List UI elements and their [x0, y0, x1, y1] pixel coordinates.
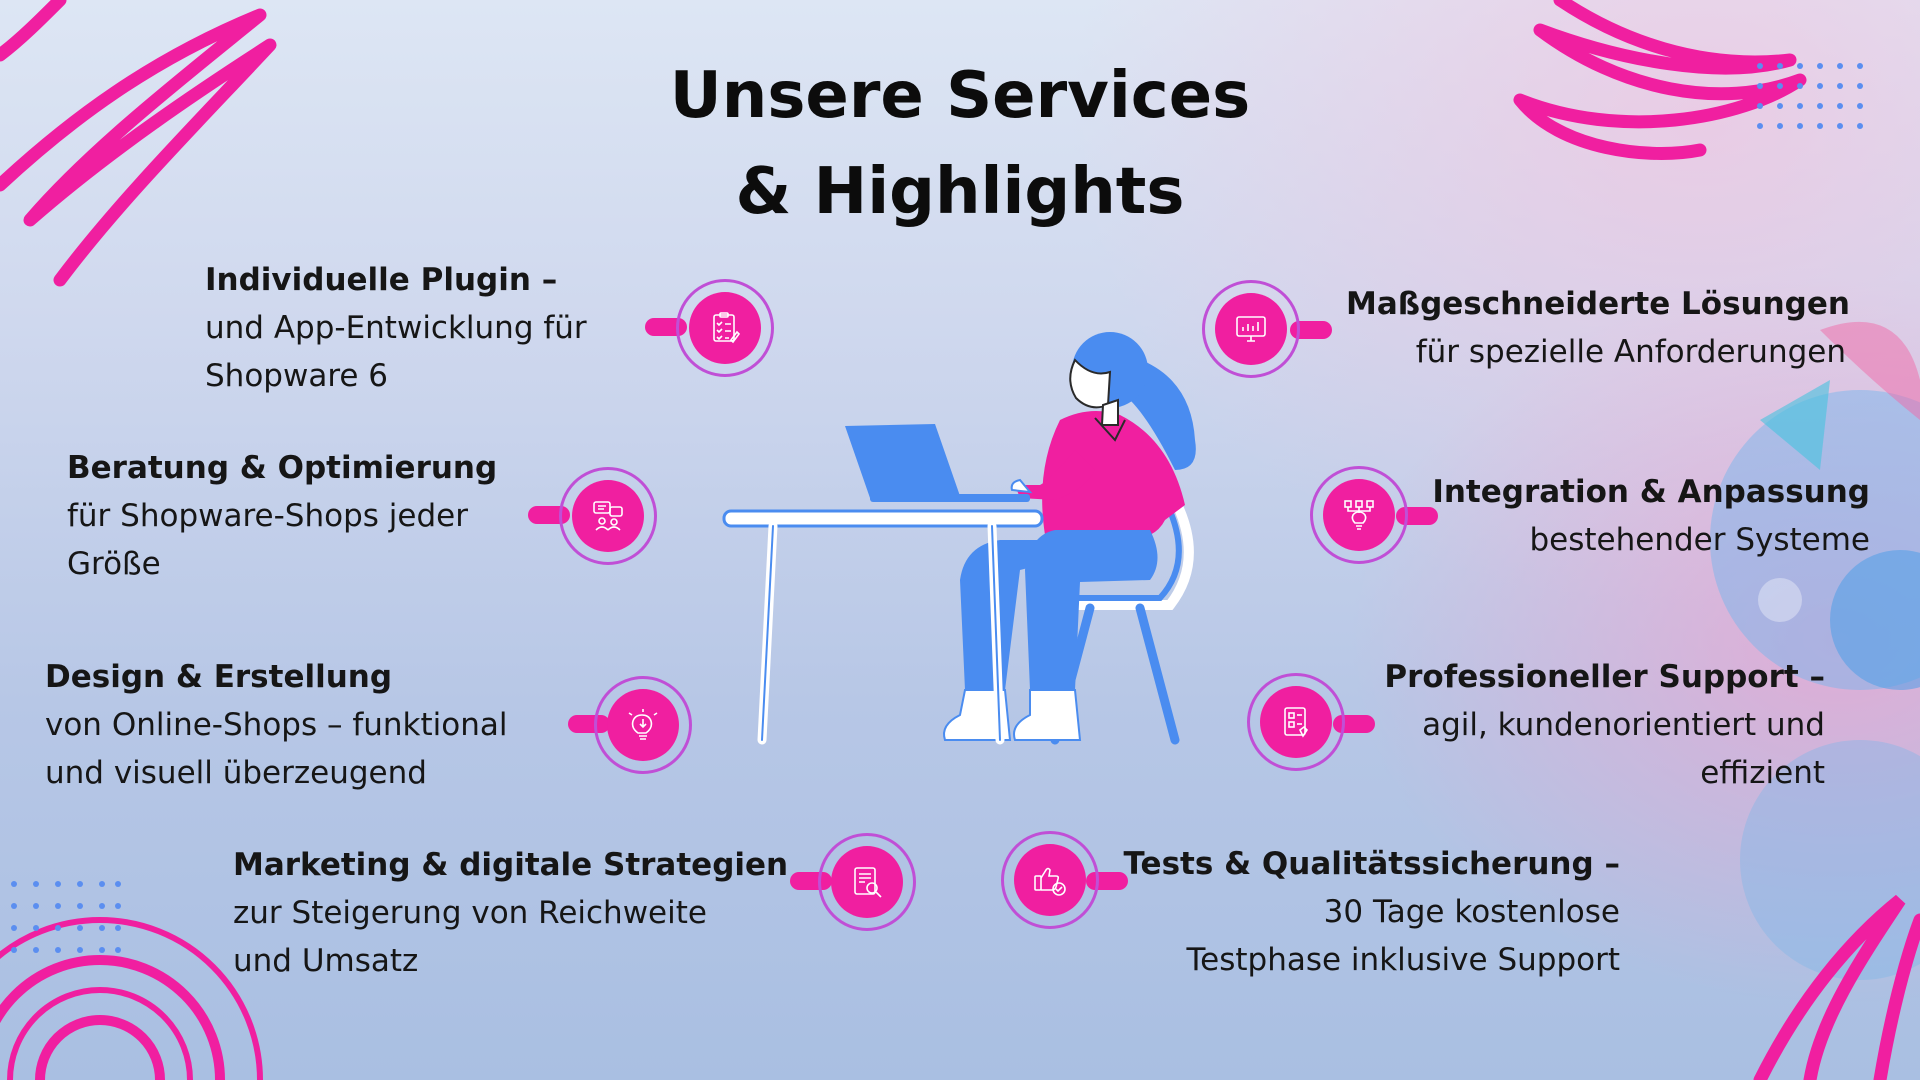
- service-heading: Tests & Qualitätssicherung –: [1123, 846, 1620, 882]
- icon-connector: [1290, 321, 1332, 339]
- service-icon-badge: [1202, 280, 1300, 378]
- service-text: und App-Entwicklung für: [205, 310, 587, 346]
- scribble-decoration: [1753, 894, 1920, 1080]
- service-icon-badge: [818, 833, 916, 931]
- service-text: Testphase inklusive Support: [1186, 942, 1620, 978]
- blue-orb-decoration: [1830, 550, 1920, 690]
- service-text: Größe: [67, 546, 161, 582]
- service-text: für Shopware-Shops jeder: [67, 498, 468, 534]
- service-icon-badge: [594, 676, 692, 774]
- service-icon-badge: [1310, 466, 1408, 564]
- network-bulb-icon: [1344, 500, 1374, 530]
- shape-decoration: [1820, 321, 1920, 420]
- service-text: 30 Tage kostenlose: [1323, 894, 1620, 930]
- service-text: und Umsatz: [233, 943, 419, 979]
- lightbulb-design-icon: [628, 709, 658, 740]
- scribble-decoration: [0, 8, 277, 287]
- page-title-line2: & Highlights: [735, 155, 1185, 229]
- shape-decoration: [1760, 380, 1830, 470]
- service-text: effizient: [1700, 755, 1825, 791]
- page-title-line1: Unsere Services: [669, 59, 1251, 133]
- service-text: zur Steigerung von Reichweite: [233, 895, 707, 931]
- service-custom-solutions: Maßgeschneiderte Lösungen für spezielle …: [1346, 280, 1850, 376]
- service-text: bestehender Systeme: [1529, 522, 1870, 558]
- concentric-arcs-decoration: [0, 917, 263, 1080]
- document-search-icon: [854, 867, 882, 898]
- service-consulting: Beratung & Optimierung für Shopware-Shop…: [67, 444, 497, 588]
- scribble-decoration: [1513, 0, 1807, 160]
- service-icon-badge: [1247, 673, 1345, 771]
- service-heading: Integration & Anpassung: [1432, 474, 1870, 510]
- dot-grid-decoration: [1757, 63, 1863, 129]
- service-heading: Marketing & digitale Strategien: [233, 847, 789, 883]
- service-text: und visuell überzeugend: [45, 755, 427, 791]
- service-support: Professioneller Support – agil, kundenor…: [1340, 653, 1825, 797]
- service-text: für spezielle Anforderungen: [1415, 334, 1846, 370]
- service-heading: Professioneller Support –: [1384, 659, 1825, 695]
- shape-decoration: [1758, 578, 1802, 622]
- service-text: Shopware 6: [205, 358, 389, 394]
- service-integration: Integration & Anpassung bestehender Syst…: [1400, 468, 1870, 564]
- support-document-icon: [1284, 707, 1309, 738]
- monitor-chart-icon: [1236, 316, 1266, 342]
- service-marketing: Marketing & digitale Strategien zur Stei…: [233, 841, 788, 985]
- service-icon-badge: [1001, 831, 1099, 929]
- service-testing: Tests & Qualitätssicherung – 30 Tage kos…: [1120, 840, 1620, 984]
- service-design: Design & Erstellung von Online-Shops – f…: [45, 653, 507, 797]
- service-icon-badge: [676, 279, 774, 377]
- service-plugin-development: Individuelle Plugin – und App-Entwicklun…: [205, 256, 587, 400]
- service-text: agil, kundenorientiert und: [1422, 707, 1825, 743]
- clipboard-checklist-icon: [713, 312, 741, 344]
- service-heading: Maßgeschneiderte Lösungen: [1346, 286, 1850, 322]
- consulting-chat-icon: [593, 501, 623, 531]
- service-icon-badge: [559, 467, 657, 565]
- woman-at-desk-illustration: [722, 332, 1196, 745]
- thumbs-up-check-icon: [1034, 867, 1066, 896]
- service-heading: Individuelle Plugin –: [205, 262, 558, 298]
- dot-grid-decoration: [11, 881, 121, 953]
- service-heading: Design & Erstellung: [45, 659, 393, 695]
- scribble-decoration: [0, 0, 67, 62]
- service-text: von Online-Shops – funktional: [45, 707, 508, 743]
- service-heading: Beratung & Optimierung: [67, 450, 498, 486]
